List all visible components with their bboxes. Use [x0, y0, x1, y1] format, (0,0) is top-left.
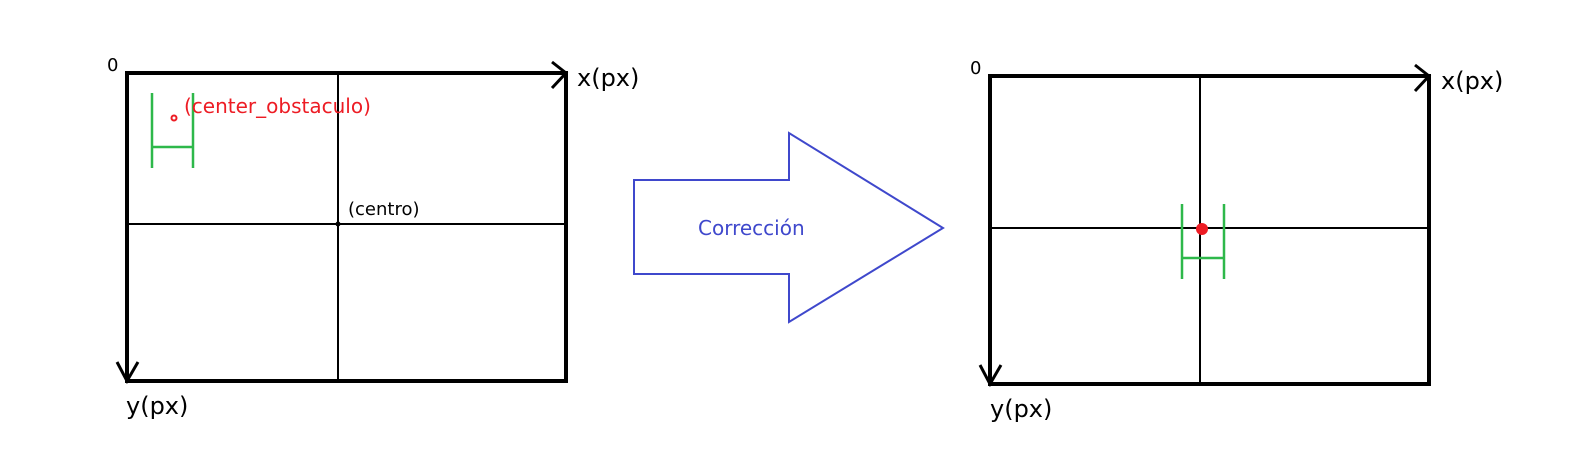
- left-x-axis-label: x(px): [577, 64, 639, 92]
- right-origin-label: 0: [970, 58, 981, 79]
- left-x-arrowhead-icon: [550, 60, 569, 90]
- correction-arrow-shape: [633, 131, 945, 324]
- right-obstacle-center-point: [1196, 223, 1208, 235]
- left-panel: 0 x(px) y(px) (centro) (center_obstaculo…: [107, 55, 639, 420]
- left-obstacle-center-point: [170, 114, 178, 122]
- right-frame: [988, 74, 1431, 386]
- right-x-arrowhead-icon: [1413, 63, 1432, 93]
- left-obstacle-label: (center_obstaculo): [184, 94, 371, 118]
- right-panel: 0 x(px) y(px): [970, 58, 1503, 423]
- left-frame: [125, 71, 568, 383]
- right-y-arrowhead-icon: [978, 364, 1003, 388]
- left-center-point: [335, 221, 341, 227]
- left-center-label: (centro): [348, 199, 420, 220]
- left-y-arrowhead-icon: [115, 361, 140, 385]
- correction-arrow-label: Corrección: [698, 216, 805, 240]
- right-obstacle-marker: [1180, 204, 1226, 279]
- left-obstacle-marker: [150, 93, 195, 168]
- left-y-axis-label: y(px): [126, 392, 188, 420]
- correction-arrow: Corrección: [633, 131, 945, 324]
- right-x-axis-label: x(px): [1441, 67, 1503, 95]
- left-origin-label: 0: [107, 55, 118, 76]
- right-y-axis-label: y(px): [990, 395, 1052, 423]
